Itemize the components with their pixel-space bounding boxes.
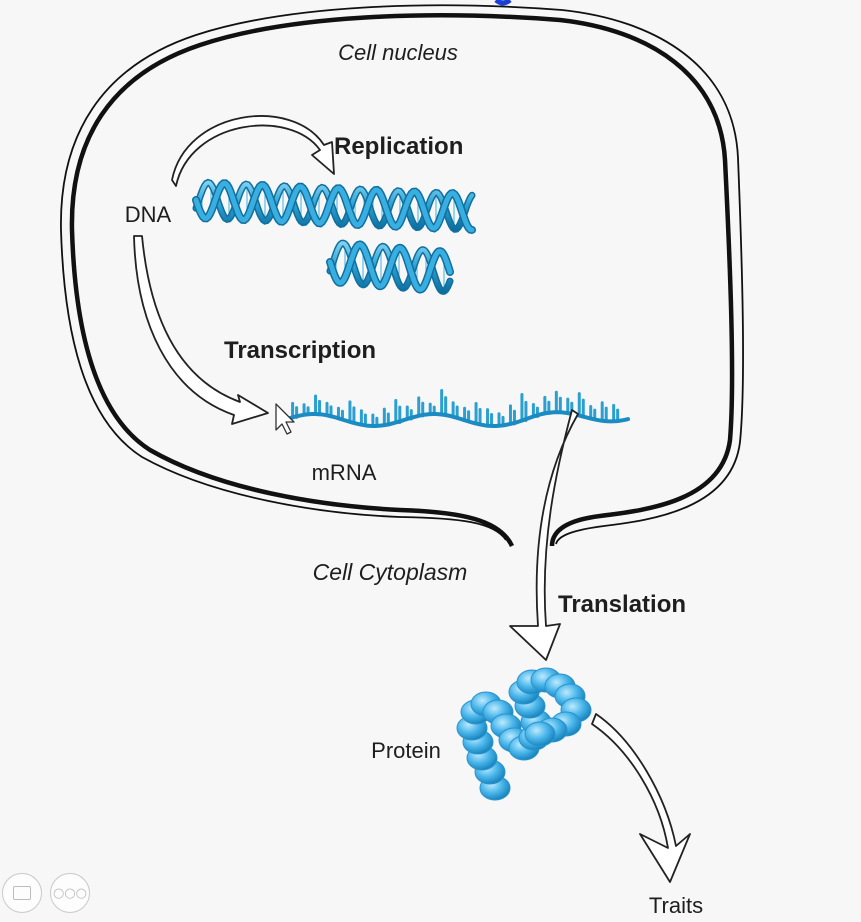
cytoplasm-label: Cell Cytoplasm (313, 559, 468, 585)
more-options-icon: ○○○ (52, 885, 88, 901)
transcription-arrow (133, 235, 269, 425)
cropped-header-fragment (494, 0, 512, 6)
more-options-button[interactable]: ○○○ (50, 873, 90, 913)
replication-arrow (171, 115, 335, 187)
protein-label: Protein (371, 738, 441, 763)
traits-label: Traits (649, 893, 703, 917)
traits-arrow (591, 713, 691, 883)
translation-arrow (509, 409, 579, 661)
nucleus-label: Cell nucleus (338, 40, 458, 65)
transcription-label: Transcription (224, 337, 376, 364)
mouse-cursor-icon (275, 403, 295, 435)
mrna-label: mRNA (312, 460, 377, 485)
replication-label: Replication (334, 133, 463, 160)
translation-label: Translation (558, 591, 686, 618)
slides-icon (13, 886, 31, 900)
dna-label: DNA (125, 202, 172, 227)
dna-helix (192, 178, 476, 295)
slides-button[interactable] (2, 873, 42, 913)
mrna-strand (282, 388, 630, 428)
nucleus-membrane (60, 4, 744, 548)
protein-coil (456, 667, 592, 801)
